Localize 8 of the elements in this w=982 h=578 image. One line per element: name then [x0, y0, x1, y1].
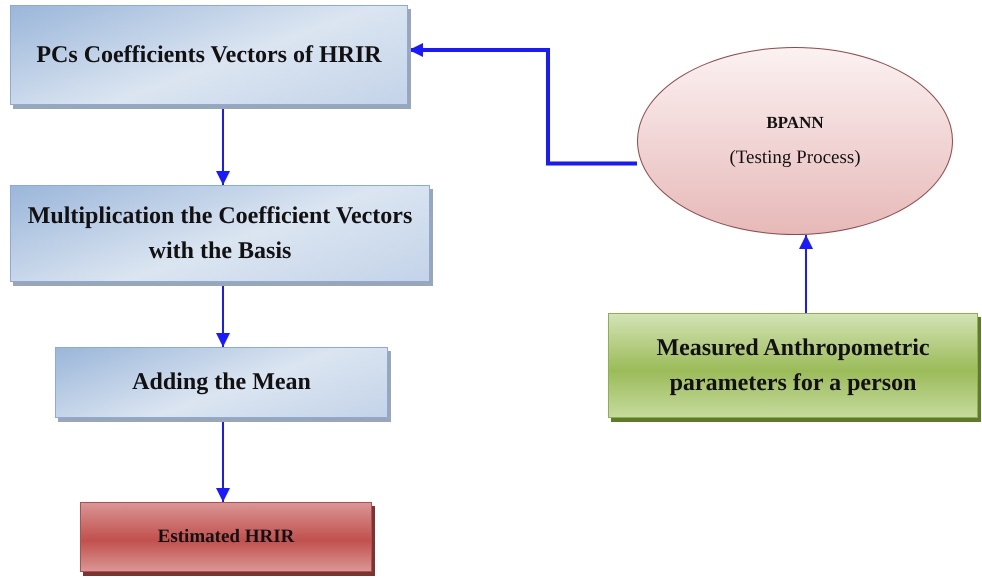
node-text: Multiplication the Coefficient Vectors with the Basis — [26, 202, 414, 266]
node-text: Measured Anthropometric parameters for a person — [655, 334, 931, 398]
node-text: Estimated HRIR — [158, 525, 294, 550]
node-text: Adding the Mean — [132, 368, 311, 398]
node-text: PCs Coefficients Vectors of HRIR — [36, 40, 382, 70]
node-text: BPANN — [766, 113, 824, 133]
arrow — [799, 235, 813, 313]
node-text: (Testing Process) — [729, 147, 861, 169]
